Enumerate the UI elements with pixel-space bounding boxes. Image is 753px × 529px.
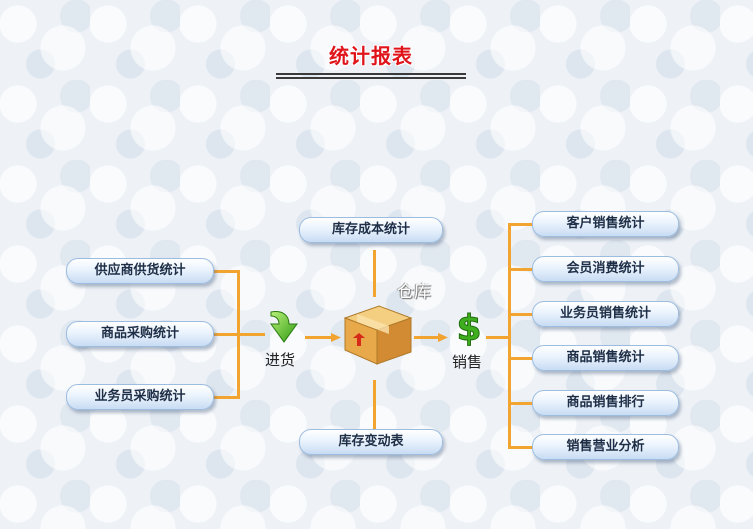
svg-text:$: $ xyxy=(456,308,481,349)
salesman-purchase-report-button[interactable]: 业务员采购统计 xyxy=(66,384,214,410)
connector-line xyxy=(305,336,335,339)
inventory-cost-report-button[interactable]: 库存成本统计 xyxy=(299,217,443,243)
connector-line xyxy=(486,336,510,339)
connector-line xyxy=(508,223,511,449)
customer-sales-report-button[interactable]: 客户销售统计 xyxy=(532,211,679,237)
connector-line xyxy=(508,223,534,226)
member-consumption-report-button[interactable]: 会员消费统计 xyxy=(532,256,679,282)
cardboard-box-icon xyxy=(343,305,413,365)
title-underline-bottom xyxy=(276,77,466,79)
connector-line xyxy=(214,396,239,399)
product-sales-report-button[interactable]: 商品销售统计 xyxy=(532,345,679,371)
warehouse-label: 仓库 xyxy=(397,282,431,302)
connector-line xyxy=(237,333,265,336)
product-purchase-report-button[interactable]: 商品采购统计 xyxy=(66,321,214,347)
purchase-label: 进货 xyxy=(265,351,296,369)
supplier-supply-report-button[interactable]: 供应商供货统计 xyxy=(66,258,214,284)
connector-line xyxy=(508,268,534,271)
connector-line xyxy=(373,380,376,432)
inventory-change-report-button[interactable]: 库存变动表 xyxy=(299,429,443,455)
title-underline-top xyxy=(276,73,466,75)
sales-label: 销售 xyxy=(452,353,483,371)
page-title: 统计报表 xyxy=(329,44,413,68)
connector-line xyxy=(508,357,534,360)
sales-business-analysis-button[interactable]: 销售营业分析 xyxy=(532,434,679,460)
connector-line xyxy=(508,313,534,316)
arrow-head-icon xyxy=(438,333,448,342)
green-dollar-icon: $ xyxy=(456,308,482,350)
connector-line xyxy=(373,250,376,297)
salesman-sales-report-button[interactable]: 业务员销售统计 xyxy=(532,301,679,327)
green-down-arrow-icon xyxy=(270,311,298,343)
connector-line xyxy=(414,336,442,339)
connector-line xyxy=(214,270,239,273)
product-sales-ranking-button[interactable]: 商品销售排行 xyxy=(532,390,679,416)
connector-line xyxy=(214,333,239,336)
connector-line xyxy=(508,402,534,405)
connector-line xyxy=(508,446,534,449)
arrow-head-icon xyxy=(331,333,341,342)
